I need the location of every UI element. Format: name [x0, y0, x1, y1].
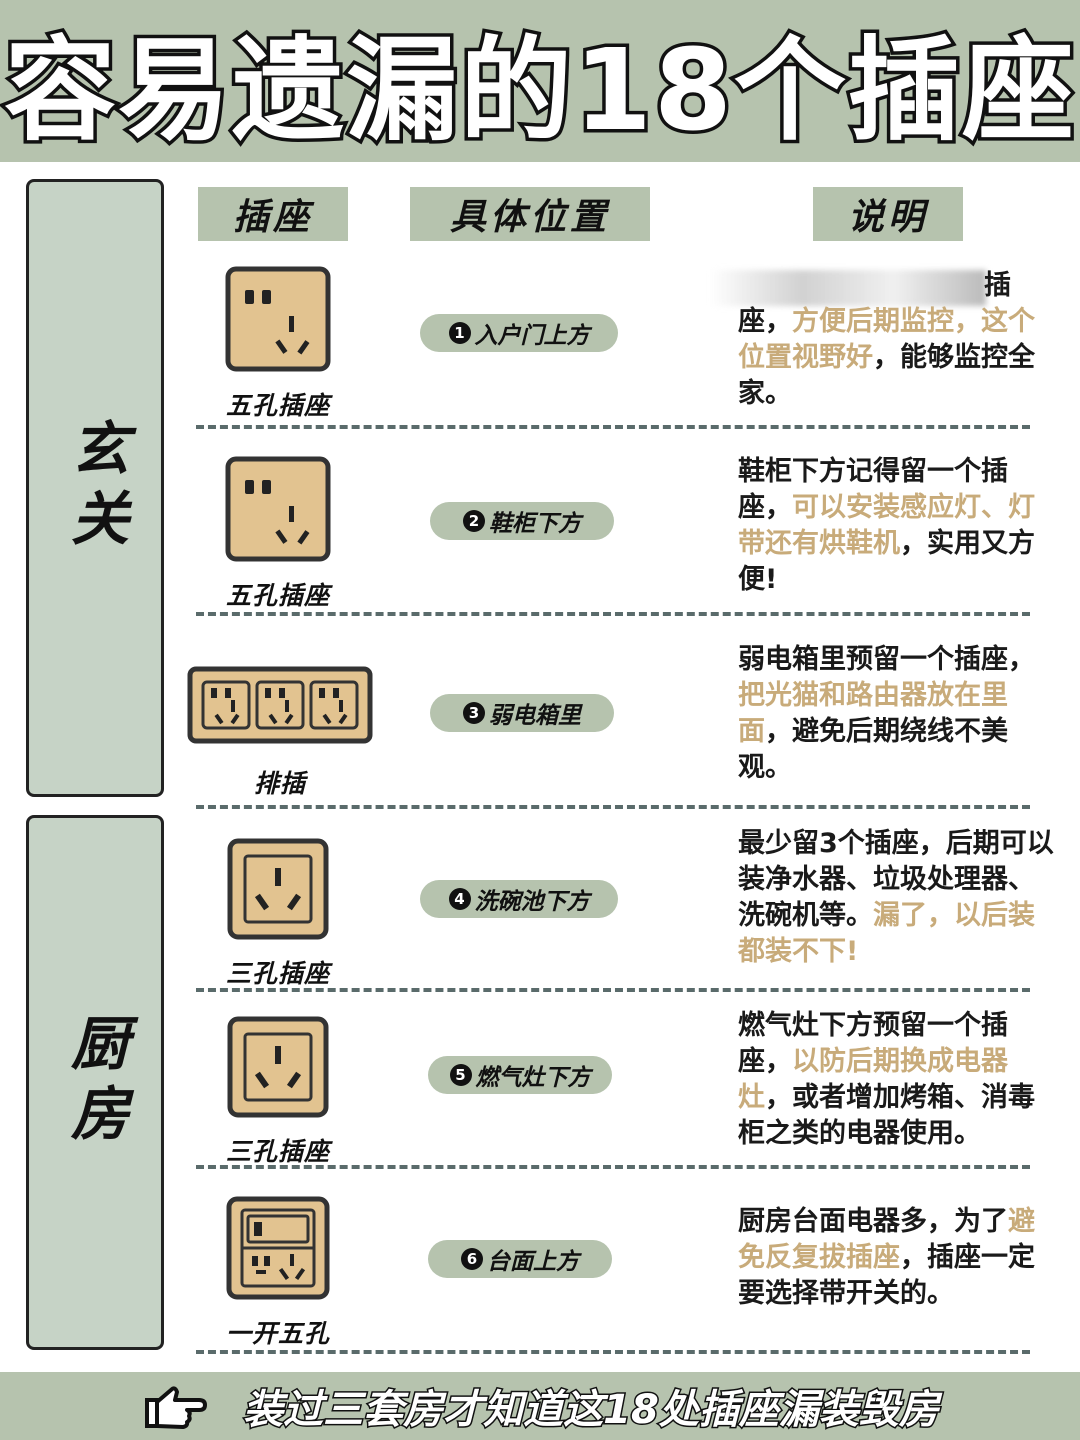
socket-type-label: 五孔插座	[225, 391, 330, 420]
socket-cell: 一开五孔	[178, 1196, 378, 1350]
description-text: 厨房台面电器多，为了避免反复拔插座，插座一定要选择带开关的。	[738, 1206, 1035, 1309]
location-number: 3	[463, 702, 485, 724]
socket-cell: 排插	[180, 666, 380, 800]
location-number: 6	[461, 1248, 483, 1270]
section-label-text: 厨房	[61, 1012, 129, 1153]
location-text: 台面上方	[487, 1249, 579, 1275]
switch-five-hole-socket-icon	[226, 1196, 330, 1300]
location-pill: 5 燃气灶下方	[428, 1056, 612, 1094]
socket-cell: 三孔插座	[178, 838, 378, 990]
title-banner: 容易遗漏的18个插座	[0, 0, 1080, 162]
section-label-kitchen: 厨房	[26, 815, 164, 1350]
header-location: 具体位置	[410, 187, 650, 241]
footer-banner: 装过三套房才知道这18处插座漏装毁房	[0, 1372, 1080, 1440]
description-text: 最少留3个插座，后期可以装净水器、垃圾处理器、洗碗机等。漏了，以后装都装不下!	[738, 828, 1054, 967]
location-number: 4	[448, 888, 471, 910]
location-text: 鞋柜下方	[489, 511, 581, 537]
socket-type-label: 三孔插座	[225, 959, 330, 988]
location-pill: 3 弱电箱里	[430, 694, 614, 732]
section-label-entryway: 玄关	[26, 179, 164, 797]
header-socket: 插座	[198, 187, 348, 241]
location-number: 2	[463, 510, 485, 532]
location-text: 洗碗池下方	[474, 889, 590, 915]
page-title: 容易遗漏的18个插座	[1, 23, 1078, 160]
socket-cell: 五孔插座	[178, 266, 378, 422]
location-pill: 4 洗碗池下方	[420, 880, 618, 918]
five-hole-socket-icon	[225, 266, 331, 372]
blurred-text-area	[710, 270, 986, 306]
row-divider	[196, 1165, 1030, 1169]
description-text: 弱电箱里预留一个插座，把光猫和路由器放在里面，避免后期绕线不美观。	[738, 644, 1035, 783]
row-divider	[196, 425, 1030, 429]
power-strip-icon	[187, 666, 373, 744]
socket-type-label: 排插	[253, 769, 306, 798]
socket-type-label: 三孔插座	[225, 1137, 330, 1166]
section-label-text: 玄关	[61, 418, 129, 558]
row-divider	[196, 1350, 1030, 1354]
location-text: 入户门上方	[474, 323, 590, 349]
location-pill: 2 鞋柜下方	[430, 502, 614, 540]
location-pill: 1 入户门上方	[420, 314, 618, 352]
three-hole-socket-icon	[227, 838, 329, 940]
five-hole-socket-icon	[225, 456, 331, 562]
location-pill: 6 台面上方	[428, 1240, 612, 1278]
pointing-hand-icon	[145, 1386, 208, 1429]
socket-type-label: 一开五孔	[225, 1319, 330, 1348]
socket-cell: 三孔插座	[178, 1016, 378, 1168]
socket-cell: 五孔插座	[178, 456, 378, 612]
location-text: 弱电箱里	[489, 703, 581, 729]
description-text: 燃气灶下方预留一个插座，以防后期换成电器灶，或者增加烤箱、消毒柜之类的电器使用。	[738, 1010, 1035, 1149]
header-description: 说明	[813, 187, 963, 241]
row-divider	[196, 805, 1030, 809]
location-text: 燃气灶下方	[475, 1065, 591, 1091]
socket-type-label: 五孔插座	[225, 581, 330, 610]
row-divider	[196, 612, 1030, 616]
row-divider	[196, 988, 1030, 992]
location-number: 1	[448, 322, 471, 344]
location-number: 5	[449, 1064, 472, 1086]
three-hole-socket-icon	[227, 1016, 329, 1118]
footer-text: 装过三套房才知道这18处插座漏装毁房	[242, 1386, 941, 1435]
description-text: 鞋柜下方记得留一个插座，可以安装感应灯、灯带还有烘鞋机，实用又方便!	[738, 456, 1035, 595]
description-text: 插座，方便后期监控，这个位置视野好，能够监控全家。	[738, 270, 1035, 409]
